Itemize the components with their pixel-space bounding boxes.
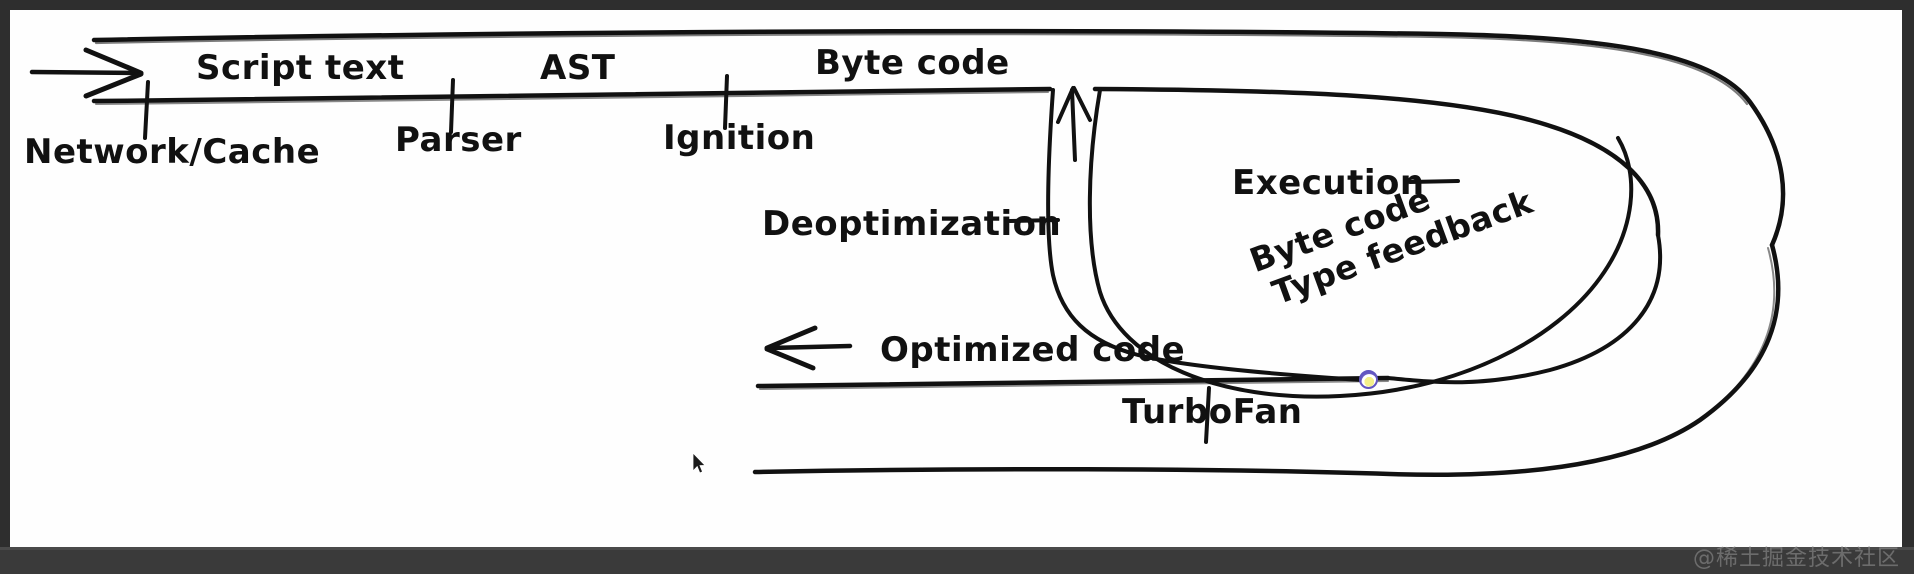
label-network-cache: Network/Cache: [24, 132, 321, 172]
player-control-bar[interactable]: [0, 550, 1914, 574]
return-loop-inner: [755, 233, 1663, 390]
label-ast: AST: [540, 48, 616, 88]
label-ignition: Ignition: [663, 118, 816, 158]
label-script-text: Script text: [196, 48, 405, 88]
pipeline-sketch: [29, 28, 1786, 478]
label-execution: Execution: [1232, 163, 1425, 203]
label-deoptimization: Deoptimization: [762, 204, 1062, 244]
site-watermark: @稀土掘金技术社区: [1692, 546, 1900, 571]
return-loop-outer: [752, 242, 1781, 478]
cursor-marker-dot[interactable]: [1359, 370, 1378, 389]
stage-tick-marks: [143, 74, 729, 140]
label-byte-code: Byte code: [815, 43, 1010, 83]
deoptimization-curve: [1046, 88, 1364, 382]
deoptimization-leader-dash: [1008, 218, 1060, 223]
whiteboard-canvas: Script text AST Byte code Network/Cache …: [10, 10, 1902, 550]
player-frame-top: [0, 0, 1914, 10]
pipeline-upper-rail: [91, 28, 1786, 248]
execution-leader-dash: [1408, 179, 1460, 184]
input-arrow-icon: [29, 47, 144, 99]
turbofan-tick-mark: [1204, 386, 1211, 444]
deoptimization-arrow-icon: [1056, 86, 1092, 162]
mouse-pointer-icon: [692, 452, 706, 474]
pipeline-lower-rail: [91, 86, 1661, 238]
optimized-code-arrow-icon: [764, 325, 853, 371]
execution-loop: [1087, 88, 1634, 399]
label-parser: Parser: [395, 120, 522, 160]
player-frame-right: [1902, 0, 1914, 574]
player-frame-left: [0, 0, 10, 574]
player-frame-bottom-divider: [0, 547, 1914, 550]
label-optimized-code: Optimized code: [880, 330, 1186, 370]
label-turbofan: TurboFan: [1122, 392, 1303, 432]
